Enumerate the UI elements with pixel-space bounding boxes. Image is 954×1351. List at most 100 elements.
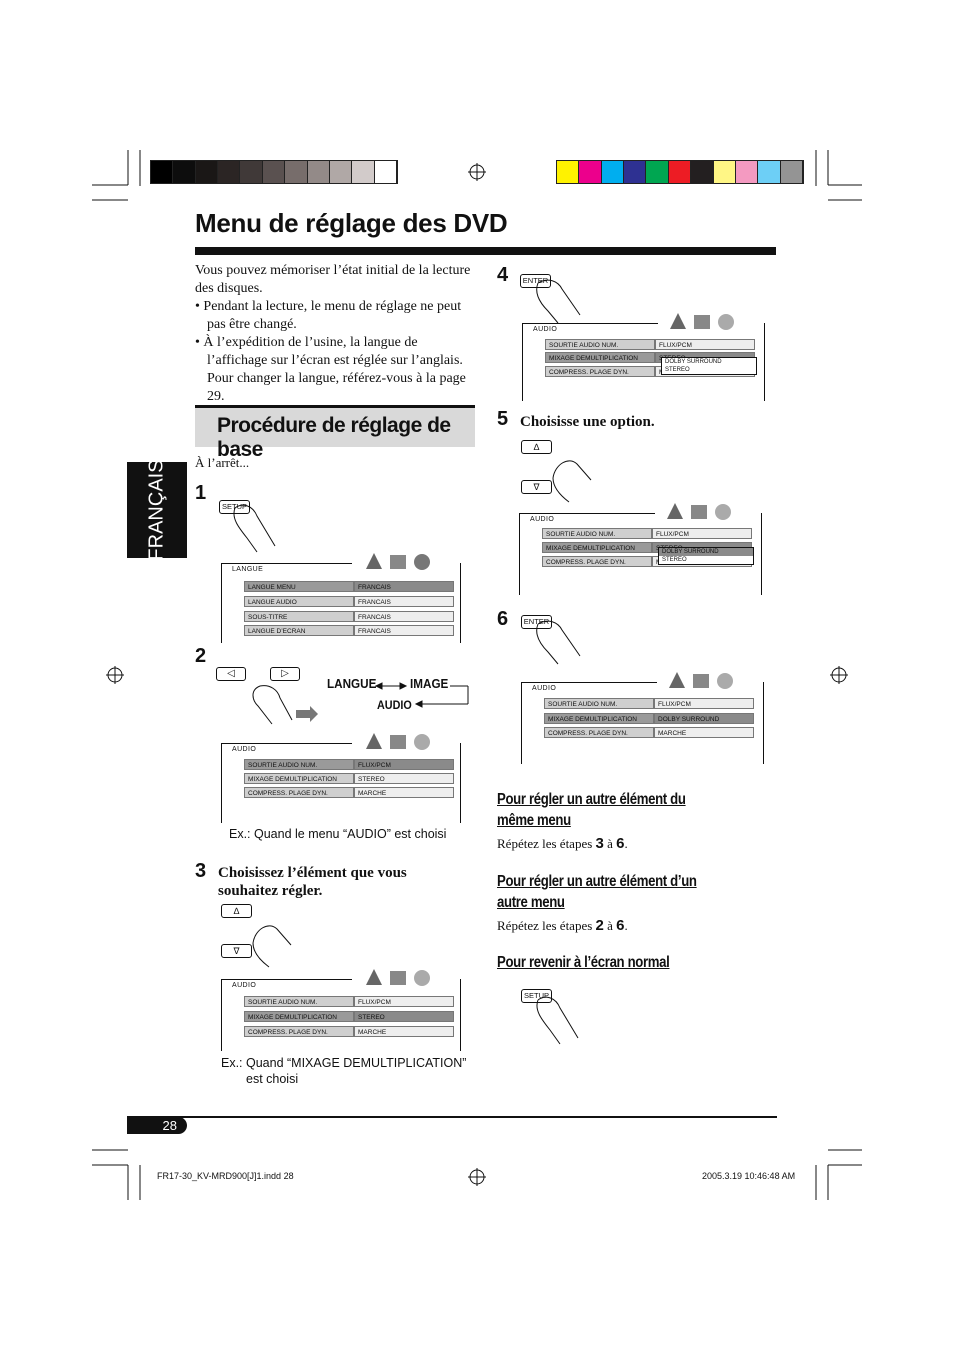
row-label: MIXAGE DEMULTIPLICATION xyxy=(244,1011,354,1022)
setup-button[interactable]: SETUP xyxy=(521,989,552,1003)
step-number: 4 xyxy=(497,264,509,286)
left-button[interactable]: ◁ xyxy=(216,667,246,681)
intro-bullet: • Pendant la lecture, le menu de réglage… xyxy=(195,299,462,332)
row-value: FRANCAIS xyxy=(354,581,454,592)
grayscale-bar xyxy=(150,160,398,184)
screen-header: AUDIO xyxy=(232,982,257,989)
row-label: MIXAGE DEMULTIPLICATION xyxy=(545,352,655,363)
audio-menu-screen: AUDIO SOURTIE AUDIO NUM.FLUX/PCM MIXAGE … xyxy=(221,733,461,823)
row-label: COMPRESS. PLAGE DYN. xyxy=(244,787,354,798)
step-ref: 6 xyxy=(616,917,625,934)
color-swatch xyxy=(218,161,241,183)
enter-button[interactable]: ENTER xyxy=(520,274,551,288)
caption: Ex.: Quand “MIXAGE DEMULTIPLICATION” xyxy=(221,1056,467,1070)
step-ref: 6 xyxy=(616,835,625,852)
menu-tab-icons xyxy=(670,313,734,330)
dropdown-option[interactable]: STEREO xyxy=(665,367,690,373)
color-swatch xyxy=(668,161,692,183)
nav-audio: AUDIO xyxy=(377,698,412,712)
step-number: 1 xyxy=(195,482,207,504)
procedure-heading: Procédure de réglage de base xyxy=(195,405,475,461)
row-value: FLUX/PCM xyxy=(354,759,454,770)
bottom-rule xyxy=(127,1116,777,1118)
step-number: 6 xyxy=(497,608,509,630)
color-swatch xyxy=(557,161,580,183)
row-value: STEREO xyxy=(354,1011,454,1022)
row-label: COMPRESS. PLAGE DYN. xyxy=(545,366,655,377)
caption: Ex.: Quand le menu “AUDIO” est choisi xyxy=(229,827,447,841)
row-label: MIXAGE DEMULTIPLICATION xyxy=(544,713,654,724)
color-swatch xyxy=(173,161,196,183)
dropdown-option[interactable]: STEREO xyxy=(662,557,687,563)
text: à xyxy=(607,836,613,851)
row-label: SOUS-TITRE xyxy=(244,611,354,622)
title-rule xyxy=(195,247,776,255)
screen-header: AUDIO xyxy=(232,746,257,753)
language-tab-label: FRANÇAIS xyxy=(145,459,168,561)
step-ref: 3 xyxy=(595,835,604,852)
step-number: 3 xyxy=(195,860,207,882)
intro-text: Vous pouvez mémoriser l’état initial de … xyxy=(195,262,477,406)
screen-top-line xyxy=(222,743,352,744)
right-button[interactable]: ▷ xyxy=(270,667,300,681)
finger-icon xyxy=(536,279,581,324)
screen-header: LANGUE xyxy=(232,566,264,573)
intro-bullet: • À l’expédition de l’usine, la langue d… xyxy=(195,335,466,404)
row-label: MIXAGE DEMULTIPLICATION xyxy=(542,542,652,553)
color-swatch xyxy=(374,161,397,183)
up-button[interactable]: ∆ xyxy=(521,440,552,454)
row-value: FLUX/PCM xyxy=(655,339,755,350)
row-value: MARCHE xyxy=(354,787,454,798)
finger-icon xyxy=(536,996,579,1045)
row-label: SOURTIE AUDIO NUM. xyxy=(244,759,354,770)
row-label: LANGUE D’ECRAN xyxy=(244,625,354,636)
finger-icon xyxy=(536,620,581,665)
row-label: MIXAGE DEMULTIPLICATION xyxy=(244,773,354,784)
footer-timestamp: 2005.3.19 10:46:48 AM xyxy=(702,1171,796,1181)
row-value: MARCHE xyxy=(654,727,754,738)
row-label: SOURTIE AUDIO NUM. xyxy=(544,698,654,709)
row-value: MARCHE xyxy=(354,1026,454,1037)
row-value: FLUX/PCM xyxy=(652,528,752,539)
menu-tab-icons xyxy=(366,969,430,986)
color-swatch xyxy=(646,161,669,183)
row-label: LANGUE MENU xyxy=(244,581,354,592)
intro-line: Vous pouvez mémoriser l’état initial de … xyxy=(195,263,471,296)
subheading-return-normal: Pour revenir à l’écran normal xyxy=(497,954,670,971)
menu-tab-icons xyxy=(667,503,731,520)
finger-icon xyxy=(252,925,292,968)
row-label: SOURTIE AUDIO NUM. xyxy=(542,528,652,539)
audio-menu-screen: AUDIO SOURTIE AUDIO NUM.FLUX/PCM MIXAGE … xyxy=(221,969,461,1051)
audio-menu-screen: AUDIO SOURTIE AUDIO NUM.FLUX/PCM MIXAGE … xyxy=(522,313,765,401)
color-swatch xyxy=(307,161,330,183)
color-swatch xyxy=(579,161,602,183)
subheading-other-menu: Pour régler un autre élément d’un autre … xyxy=(497,873,697,911)
down-button[interactable]: ∇ xyxy=(221,944,252,958)
step-number: 2 xyxy=(195,645,207,667)
color-swatch xyxy=(758,161,781,183)
color-swatch xyxy=(601,161,625,183)
down-button[interactable]: ∇ xyxy=(521,480,552,494)
color-swatch xyxy=(240,161,263,183)
up-button[interactable]: ∆ xyxy=(221,904,252,918)
row-label: SOURTIE AUDIO NUM. xyxy=(545,339,655,350)
color-swatch xyxy=(329,161,353,183)
audio-menu-screen: AUDIO SOURTIE AUDIO NUM.FLUX/PCM MIXAGE … xyxy=(521,672,764,764)
row-label: SOURTIE AUDIO NUM. xyxy=(244,996,354,1007)
row-value: FRANCAIS xyxy=(354,625,454,636)
option-dropdown[interactable]: DOLBY SURROUND STEREO xyxy=(661,357,757,375)
menu-tab-icons xyxy=(366,733,430,750)
color-swatch xyxy=(352,161,375,183)
repeat-steps-text: Répétez les étapes 2 à 6. xyxy=(497,917,628,934)
dropdown-option-selected[interactable]: DOLBY SURROUND xyxy=(659,548,753,556)
footer-filename: FR17-30_KV-MRD900[J]1.indd 28 xyxy=(157,1171,294,1181)
row-value: FLUX/PCM xyxy=(654,698,754,709)
at-stop-text: À l’arrêt... xyxy=(195,455,250,470)
menu-tab-icons xyxy=(669,672,733,689)
text: à xyxy=(607,918,613,933)
screen-header: AUDIO xyxy=(532,685,557,692)
dropdown-option[interactable]: DOLBY SURROUND xyxy=(665,359,722,365)
text: Répétez les étapes xyxy=(497,836,593,851)
